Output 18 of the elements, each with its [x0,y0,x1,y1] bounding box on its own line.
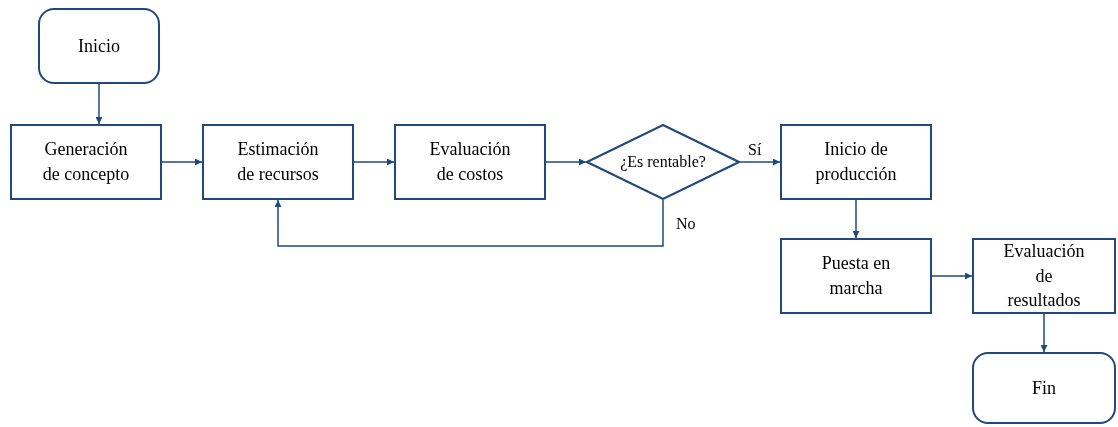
arrow [95,83,103,125]
arrow [545,158,587,166]
arrow [931,272,973,280]
process-box: Evaluación de costos [394,124,546,200]
terminal-box: Fin [972,352,1116,424]
process-box: Generación de concepto [10,124,162,200]
arrow [274,199,664,247]
arrow [161,158,203,166]
terminal-box: Inicio [38,8,160,84]
arrow [353,158,395,166]
process-box: Inicio de producción [780,124,932,200]
process-box: Puesta en marcha [780,238,932,314]
process-box: Evaluación de resultados [972,238,1116,314]
arrow [852,199,860,239]
process-box: Estimación de recursos [202,124,354,200]
decision-diamond: ¿Es rentable? [586,124,740,200]
arrow [739,158,781,166]
arrow [1040,313,1048,353]
